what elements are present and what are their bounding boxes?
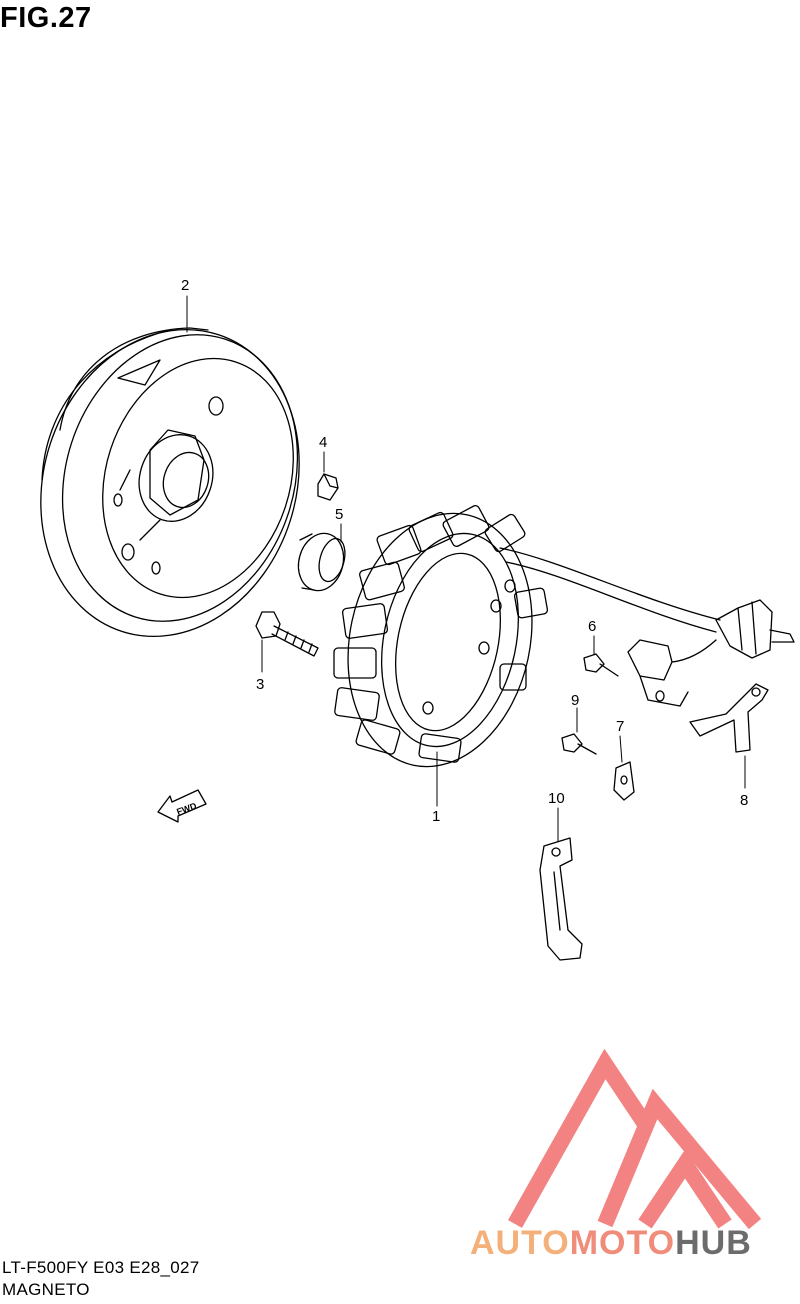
callout-6: 6 — [588, 618, 597, 635]
callout-5: 5 — [335, 506, 344, 523]
callout-7: 7 — [616, 718, 625, 735]
fwd-arrow-icon: FWD — [157, 789, 207, 823]
figure-title: FIG.27 — [0, 2, 92, 34]
callout-4: 4 — [319, 434, 328, 451]
woodruff-key-drawing — [317, 473, 339, 501]
section-name: MAGNETO — [2, 1280, 90, 1299]
brand-hub: HUB — [675, 1224, 752, 1262]
callout-3: 3 — [256, 676, 265, 693]
automotohub-logo — [508, 1048, 762, 1230]
callout-8: 8 — [740, 792, 749, 809]
callout-10: 10 — [548, 790, 565, 807]
rotor-bolt-drawing — [255, 611, 319, 657]
screw-6-drawing — [583, 653, 619, 677]
stator-coil-drawing — [333, 505, 549, 768]
brand-auto: AUTO — [470, 1224, 570, 1262]
model-code: LT-F500FY E03 E28_027 — [2, 1258, 200, 1277]
wire-guide-drawing — [539, 837, 583, 961]
leader-lines — [186, 295, 746, 843]
washer-nut-drawing — [297, 532, 346, 592]
bracket-drawing — [689, 683, 769, 753]
watermark-brand: AUTOMOTOHUB — [470, 1224, 752, 1263]
wire-harness-drawing — [499, 547, 795, 707]
callout-9: 9 — [571, 692, 580, 709]
flywheel-rotor-drawing — [40, 327, 300, 638]
screw-9-drawing — [561, 733, 597, 755]
callout-1: 1 — [432, 808, 441, 825]
callout-2: 2 — [181, 277, 190, 294]
brand-moto: MOTO — [569, 1224, 676, 1262]
clamp-drawing — [613, 761, 635, 801]
